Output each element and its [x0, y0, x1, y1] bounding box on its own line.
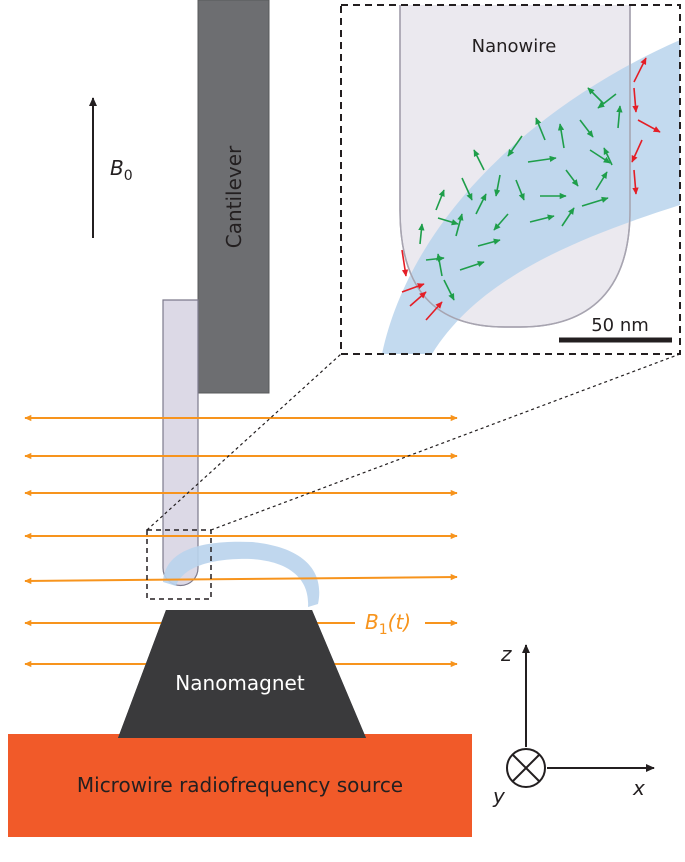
resonant-spins: [418, 87, 623, 301]
zoom-connector-right: [210, 353, 681, 531]
nanowire-body: [162, 299, 199, 587]
spin-arrow-red: [632, 87, 639, 113]
spin-arrow-green: [557, 123, 565, 149]
spin-arrow-green: [527, 155, 557, 163]
coordinate-axes: z x y: [492, 642, 655, 808]
nanomagnet-label: Nanomagnet: [175, 671, 305, 695]
spin-arrow-green: [455, 213, 464, 237]
axis-x-label: x: [632, 776, 645, 800]
spin-arrow-red: [631, 139, 643, 163]
rf-source-block: [8, 734, 472, 837]
spin-arrow-green: [616, 105, 623, 129]
spin-arrow-red: [425, 301, 443, 321]
spin-arrow-green: [459, 261, 485, 271]
spin-arrow-green: [443, 279, 455, 301]
axis-y-label: y: [492, 784, 506, 808]
spin-arrow-red: [633, 57, 647, 83]
inset-nanowire-label: Nanowire: [472, 36, 557, 57]
spin-arrow-green: [461, 177, 473, 201]
spin-arrow-green: [535, 117, 546, 141]
spin-arrow-green: [436, 253, 443, 277]
inset-panel: Nanowire 50 nm: [340, 4, 681, 355]
spin-arrow-green: [579, 119, 594, 138]
spin-arrow-green: [515, 179, 525, 201]
inset-resonance-band: [382, 40, 680, 354]
resonance-shell: [163, 541, 320, 607]
spin-arrow-green: [475, 193, 487, 215]
b1-label: B1(t): [365, 610, 411, 638]
spin-arrow-green: [494, 174, 501, 197]
cantilever-bar: [197, 0, 270, 394]
rf-field-line: [24, 573, 458, 585]
off-resonant-spins: [401, 57, 661, 321]
spin-arrow-red: [409, 291, 427, 307]
inset-dashed-border: [340, 4, 681, 355]
spin-arrow-green: [493, 213, 509, 231]
scale-bar-label: 50 nm: [591, 315, 649, 336]
spin-arrow-green: [473, 149, 485, 171]
spin-arrow-green: [597, 93, 617, 109]
zoom-box-small: [146, 529, 212, 600]
spin-arrow-green: [418, 223, 425, 245]
zoom-connector-left: [146, 353, 342, 531]
nanomagnet-front: [118, 610, 366, 738]
spin-arrow-green: [507, 135, 523, 157]
spin-arrow-green: [587, 87, 605, 105]
spin-arrow-red: [637, 119, 661, 133]
spin-arrow-red: [401, 283, 425, 293]
spin-arrow-red: [632, 169, 639, 195]
spin-arrow-green: [561, 207, 575, 227]
spin-arrow-green: [477, 238, 501, 247]
spin-arrow-red: [401, 249, 409, 277]
circled-cross-icon: [506, 748, 546, 788]
spin-arrow-green: [603, 147, 613, 166]
spin-arrow-green: [589, 149, 611, 164]
spin-arrow-green: [529, 214, 555, 223]
cantilever-label: Cantilever: [222, 145, 246, 248]
axis-z-label: z: [500, 642, 512, 666]
spin-arrow-green: [581, 196, 609, 207]
spin-arrow-green: [565, 169, 579, 187]
spin-arrow-green: [595, 171, 608, 191]
spin-arrow-green: [435, 189, 445, 211]
spin-arrow-green: [437, 217, 459, 226]
b0-label: B0: [110, 156, 133, 184]
rf-field-lines: [24, 414, 458, 668]
rf-source-label: Microwire radiofrequency source: [77, 773, 403, 797]
